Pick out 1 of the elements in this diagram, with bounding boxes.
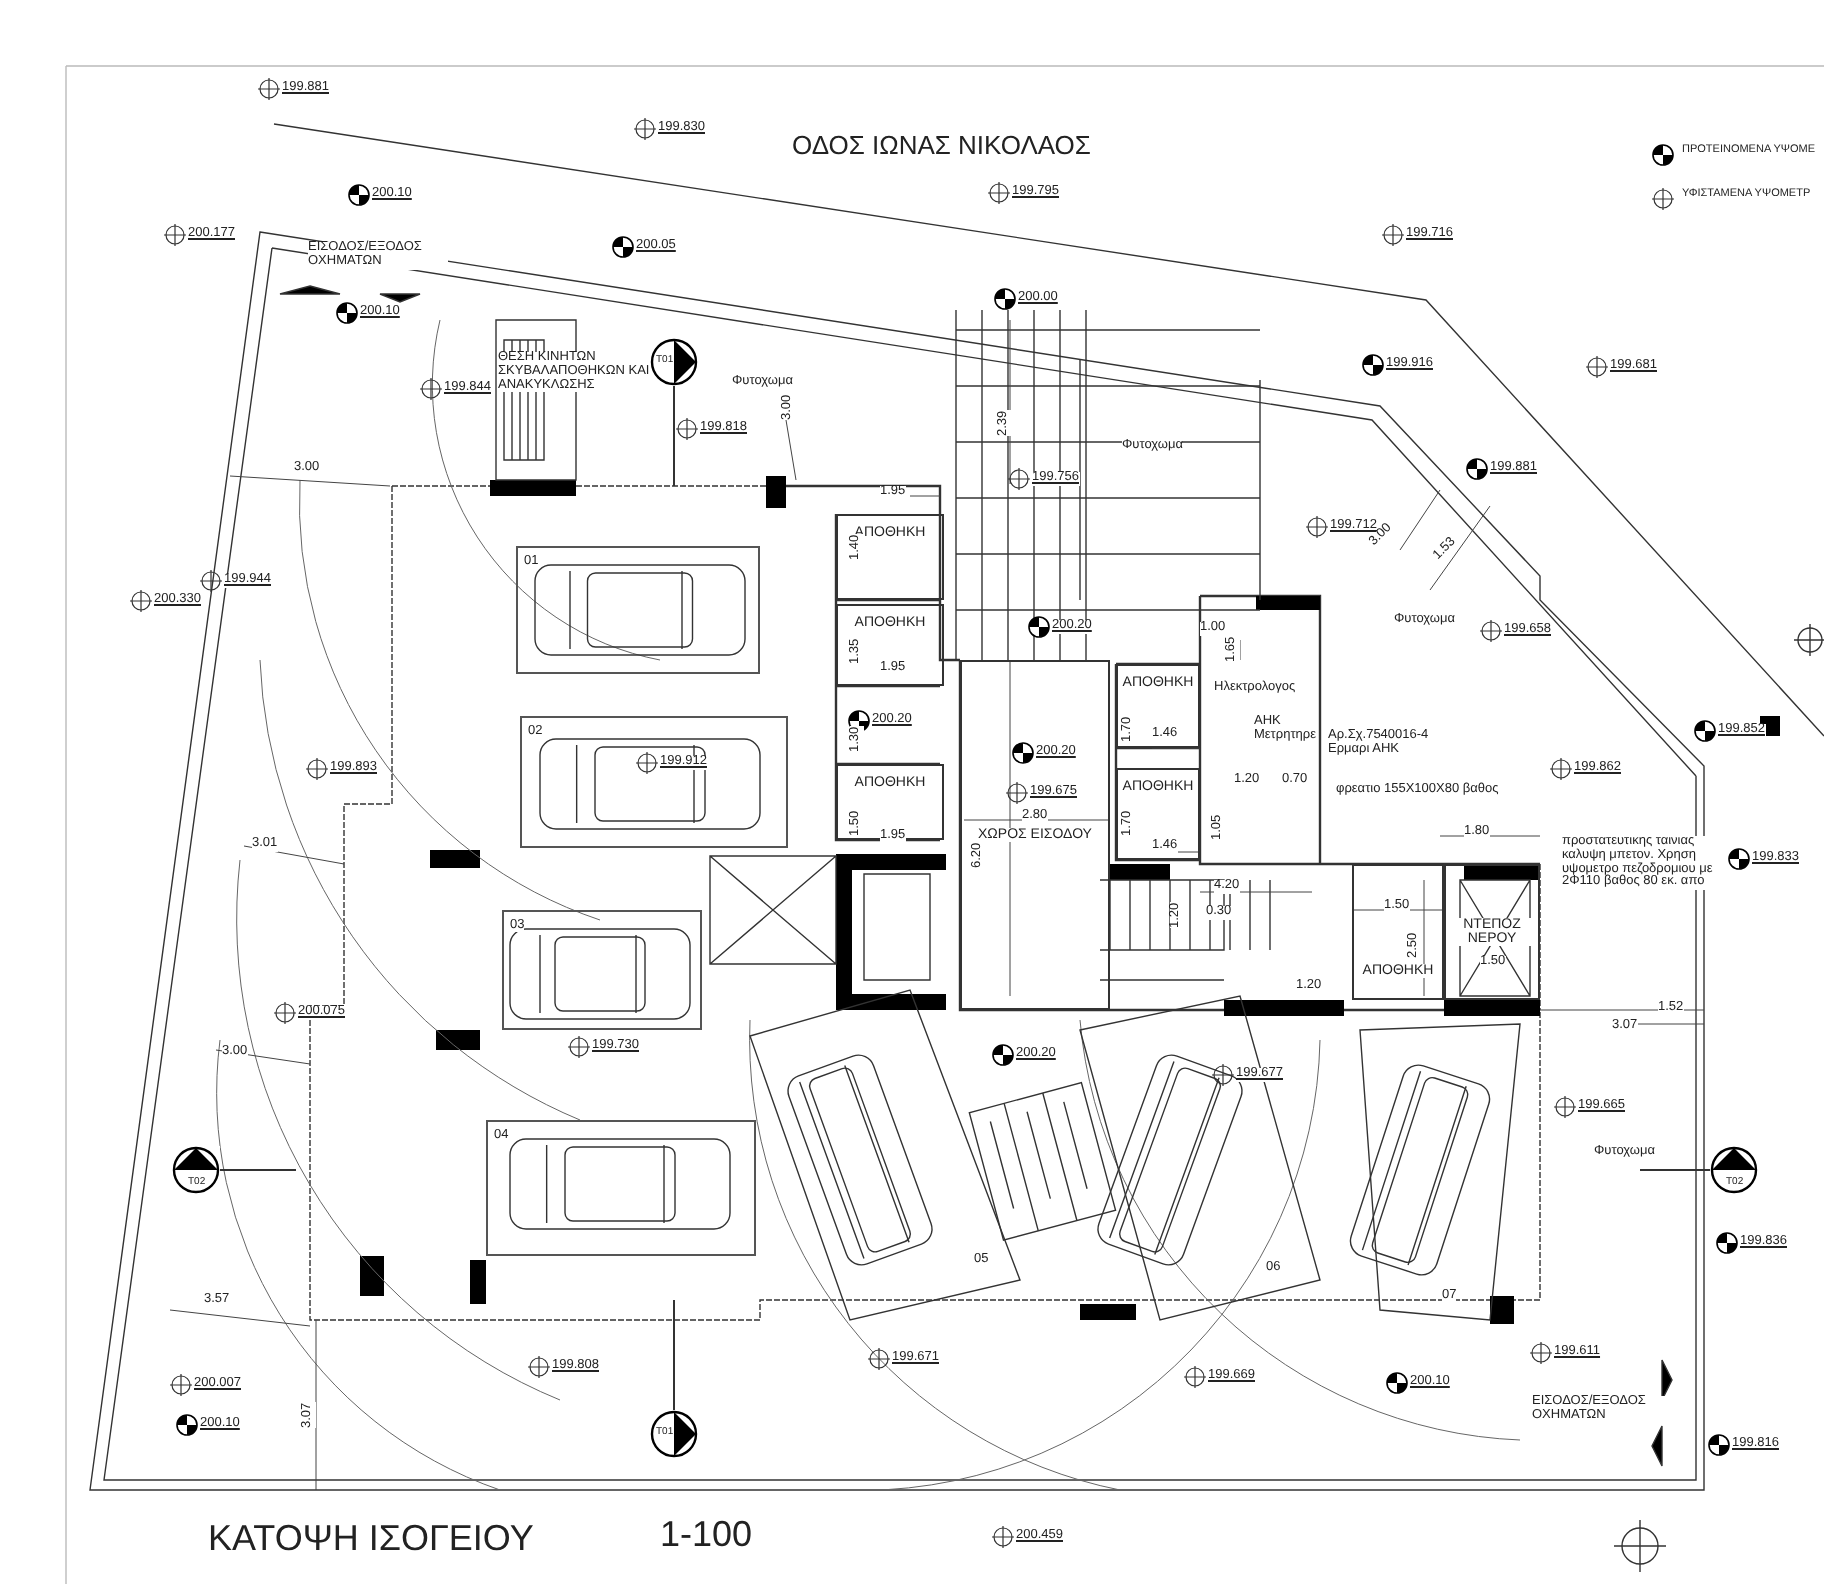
street-name: ΟΔΟΣ ΙΩΝΑΣ ΝΙΚΟΛΑΟΣ bbox=[792, 132, 1091, 160]
